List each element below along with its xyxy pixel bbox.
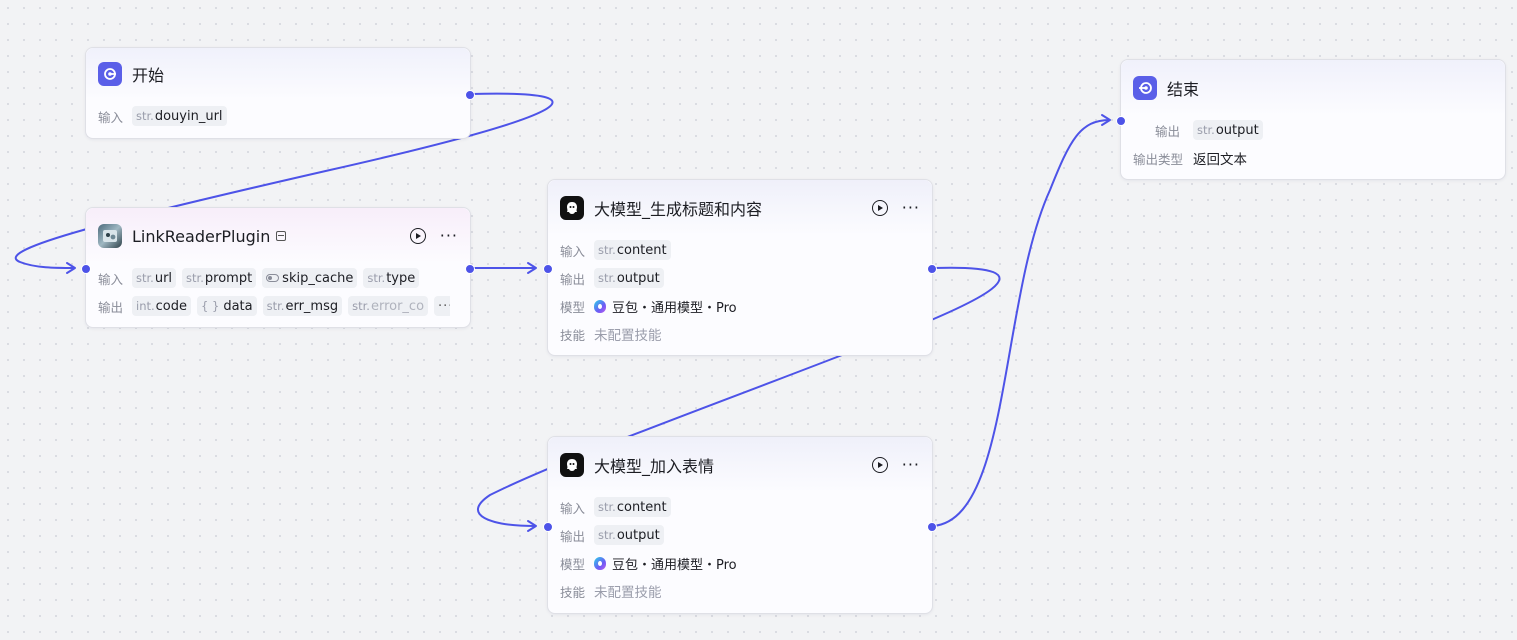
llm-skill-row: 技能 未配置技能 [560, 320, 920, 348]
variable-tag: str.output [594, 525, 664, 545]
plugin-node[interactable]: LinkReaderPlugin ··· 输入 str.url str.prom… [81, 207, 475, 328]
end-icon [1133, 76, 1157, 100]
variable-tag: skip_cache [262, 268, 358, 288]
edge-arrow [66, 262, 76, 274]
llm-node-header[interactable]: 大模型_加入表情 ··· [548, 437, 932, 493]
plugin-avatar-icon [98, 224, 122, 248]
llm-input-row: 输入 str.content [560, 493, 920, 521]
start-icon [98, 62, 122, 86]
end-node-header[interactable]: 结束 [1121, 60, 1505, 116]
llm-node[interactable]: 大模型_加入表情 ··· 输入 str.content 输出 str.outpu… [543, 436, 937, 614]
variable-tag: str.type [363, 268, 420, 288]
store-icon[interactable] [276, 231, 287, 241]
variable-tag: str.content [594, 240, 671, 260]
edge-arrow [527, 262, 537, 274]
output-port[interactable] [927, 264, 937, 274]
output-label: 输出 [560, 528, 586, 544]
run-button[interactable] [871, 200, 888, 216]
run-button[interactable] [409, 228, 426, 244]
input-label: 输入 [98, 109, 124, 125]
boolean-icon [266, 274, 280, 282]
input-port[interactable] [543, 264, 553, 274]
doubao-model-icon [594, 299, 606, 313]
more-button[interactable]: ··· [439, 226, 458, 245]
start-node-title: 开始 [132, 66, 165, 85]
llm-node-header[interactable]: 大模型_生成标题和内容 ··· [548, 180, 932, 236]
input-port[interactable] [543, 522, 553, 532]
more-outputs-button[interactable]: ··· [434, 296, 450, 316]
variable-tag: { }data [197, 296, 257, 316]
output-port[interactable] [465, 264, 475, 274]
start-node-header[interactable]: 开始 [86, 48, 470, 100]
model-label: 模型 [560, 299, 586, 315]
edge-arrow [1101, 114, 1111, 126]
model-name: 豆包・通用模型・Pro [612, 557, 737, 573]
variable-tag: str.output [594, 268, 664, 288]
variable-tag: int.code [132, 296, 192, 316]
variable-tag: str.douyin_url [132, 106, 227, 126]
llm-node-title: 大模型_生成标题和内容 [594, 200, 763, 219]
output-label: 输出 [98, 299, 124, 315]
start-input-row: 输入 str.douyin_url [98, 102, 458, 130]
output-port[interactable] [465, 90, 475, 100]
output-type-value: 返回文本 [1193, 152, 1247, 168]
plugin-node-title: LinkReaderPlugin [132, 226, 271, 246]
model-name: 豆包・通用模型・Pro [612, 300, 737, 316]
output-label: 输出 [1154, 123, 1180, 139]
output-port[interactable] [927, 522, 937, 532]
input-label: 输入 [98, 271, 124, 287]
input-label: 输入 [560, 243, 586, 259]
input-label: 输入 [560, 500, 586, 516]
llm-model-row: 模型 豆包・通用模型・Pro [560, 292, 920, 320]
more-button[interactable]: ··· [901, 198, 920, 217]
run-button[interactable] [871, 457, 888, 473]
end-output-row: 输出 str.output [1133, 116, 1493, 144]
llm-output-row: 输出 str.output [560, 264, 920, 292]
start-node[interactable]: 开始 输入 str.douyin_url [85, 47, 475, 139]
plugin-output-row: 输出 int.code { }data str.err_msg str.erro… [98, 292, 458, 320]
llm-input-row: 输入 str.content [560, 236, 920, 264]
model-label: 模型 [560, 556, 586, 572]
skill-value: 未配置技能 [594, 585, 662, 601]
llm-node-title: 大模型_加入表情 [594, 457, 715, 476]
variable-tag: str.err_msg [262, 296, 343, 316]
skill-label: 技能 [560, 327, 586, 343]
input-port[interactable] [81, 264, 91, 274]
llm-skill-row: 技能 未配置技能 [560, 577, 920, 605]
skill-label: 技能 [560, 584, 586, 600]
variable-tag: str.prompt [182, 268, 257, 288]
plugin-node-header[interactable]: LinkReaderPlugin ··· [86, 208, 470, 264]
edge-llm2-to-end[interactable] [932, 119, 1111, 527]
llm-icon [560, 453, 584, 477]
input-port[interactable] [1116, 116, 1126, 126]
more-button[interactable]: ··· [901, 455, 920, 474]
output-label: 输出 [560, 271, 586, 287]
llm-node[interactable]: 大模型_生成标题和内容 ··· 输入 str.content 输出 str.ou… [543, 179, 937, 356]
end-node-title: 结束 [1167, 80, 1200, 99]
skill-value: 未配置技能 [594, 328, 662, 344]
variable-tag: str.url [132, 268, 177, 288]
llm-icon [560, 196, 584, 220]
plugin-input-row: 输入 str.url str.prompt skip_cache str.typ… [98, 264, 458, 292]
end-output-type-row: 输出类型 返回文本 [1133, 144, 1493, 172]
edge-arrow [527, 520, 537, 532]
variable-tag: str.output [1193, 120, 1263, 140]
doubao-model-icon [594, 556, 606, 570]
output-type-label: 输出类型 [1133, 151, 1184, 167]
end-node[interactable]: 结束 输出 str.output 输出类型 返回文本 [1116, 59, 1506, 180]
llm-output-row: 输出 str.output [560, 521, 920, 549]
variable-tag: str.error_co [348, 296, 429, 316]
llm-model-row: 模型 豆包・通用模型・Pro [560, 549, 920, 577]
variable-tag: str.content [594, 497, 671, 517]
